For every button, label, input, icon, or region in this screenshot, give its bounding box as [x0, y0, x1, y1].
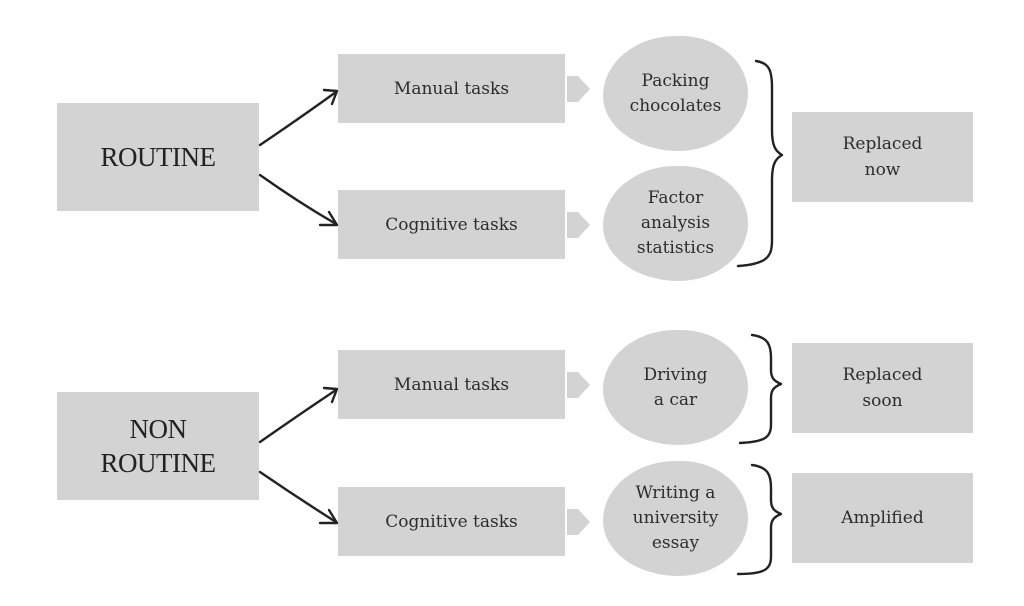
- routine-cognitive-task-box: Cognitive tasks: [338, 190, 565, 259]
- chevron-arrow-icon: [567, 509, 590, 535]
- task-label: Manual tasks: [393, 78, 510, 99]
- task-label: Cognitive tasks: [385, 214, 518, 235]
- non-routine-manual-outcome-box: Replaced soon: [792, 343, 973, 433]
- task-label: Manual tasks: [393, 374, 510, 395]
- outcome-text: Amplified: [841, 508, 924, 528]
- example-text: Factor analysis statistics: [636, 188, 715, 258]
- chevron-arrow-icon: [567, 212, 590, 238]
- task-label: Cognitive tasks: [385, 511, 518, 532]
- brace-routine: [736, 59, 784, 268]
- non-routine-manual-task-box: Manual tasks: [338, 350, 565, 419]
- non-routine-cognitive-example-blob: Writing a university essay: [603, 461, 748, 576]
- routine-label: ROUTINE: [100, 142, 216, 172]
- non-routine-manual-example-blob: Driving a car: [603, 330, 748, 445]
- arrowhead-nonroutine-cognitive: [318, 508, 339, 525]
- example-text: Driving a car: [643, 364, 708, 410]
- arrowhead-routine-manual: [322, 88, 339, 106]
- routine-outcome-box: Replaced now: [792, 112, 973, 202]
- chevron-arrow-icon: [567, 372, 590, 398]
- non-routine-cognitive-task-box: Cognitive tasks: [338, 487, 565, 556]
- arrow-routine-to-cognitive: [258, 173, 338, 226]
- brace-nonroutine-cognitive: [736, 463, 783, 576]
- example-text: Writing a university essay: [632, 483, 719, 553]
- non-routine-label: NON ROUTINE: [100, 414, 216, 478]
- outcome-text: Replaced soon: [842, 365, 923, 411]
- routine-manual-task-box: Manual tasks: [338, 54, 565, 123]
- arrow-nonroutine-to-manual: [258, 388, 338, 444]
- routine-category-box: ROUTINE: [57, 103, 259, 211]
- routine-manual-example-blob: Packing chocolates: [603, 36, 748, 151]
- arrow-nonroutine-to-cognitive: [258, 470, 338, 524]
- arrowhead-nonroutine-manual: [322, 386, 339, 404]
- non-routine-cognitive-outcome-box: Amplified: [792, 473, 973, 563]
- chevron-arrow-icon: [567, 76, 590, 102]
- arrow-routine-to-manual: [258, 90, 338, 147]
- brace-nonroutine-manual: [738, 333, 783, 445]
- non-routine-category-box: NON ROUTINE: [57, 392, 259, 500]
- arrowhead-routine-cognitive: [318, 210, 339, 227]
- routine-cognitive-example-blob: Factor analysis statistics: [603, 166, 748, 281]
- outcome-text: Replaced now: [842, 134, 923, 180]
- example-text: Packing chocolates: [629, 70, 722, 116]
